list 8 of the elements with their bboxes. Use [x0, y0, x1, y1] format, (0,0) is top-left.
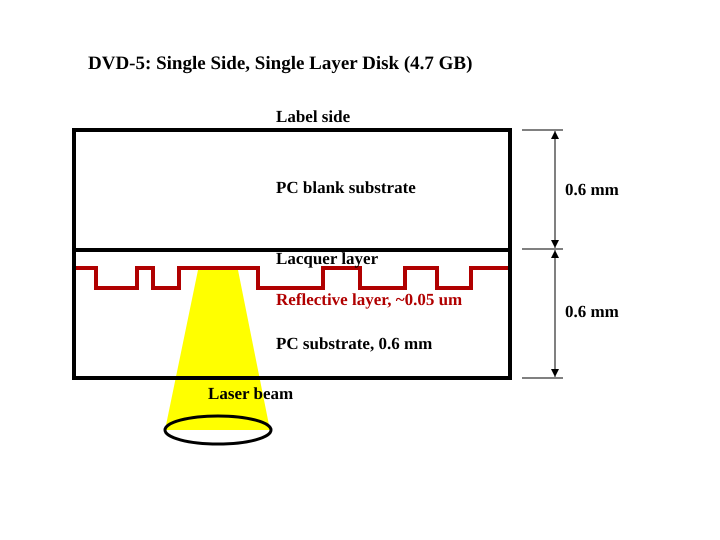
layer-label: Reflective layer, ~0.05 um [276, 290, 462, 310]
side-label: Label side [276, 107, 350, 127]
layer-label: Lacquer layer [276, 249, 378, 269]
layer-label: PC substrate, 0.6 mm [276, 334, 432, 354]
layer-label: PC blank substrate [276, 178, 416, 198]
dimension-label: 0.6 mm [565, 302, 619, 322]
dimension-label: 0.6 mm [565, 180, 619, 200]
diagram-title: DVD-5: Single Side, Single Layer Disk (4.7 GB) [88, 53, 472, 75]
